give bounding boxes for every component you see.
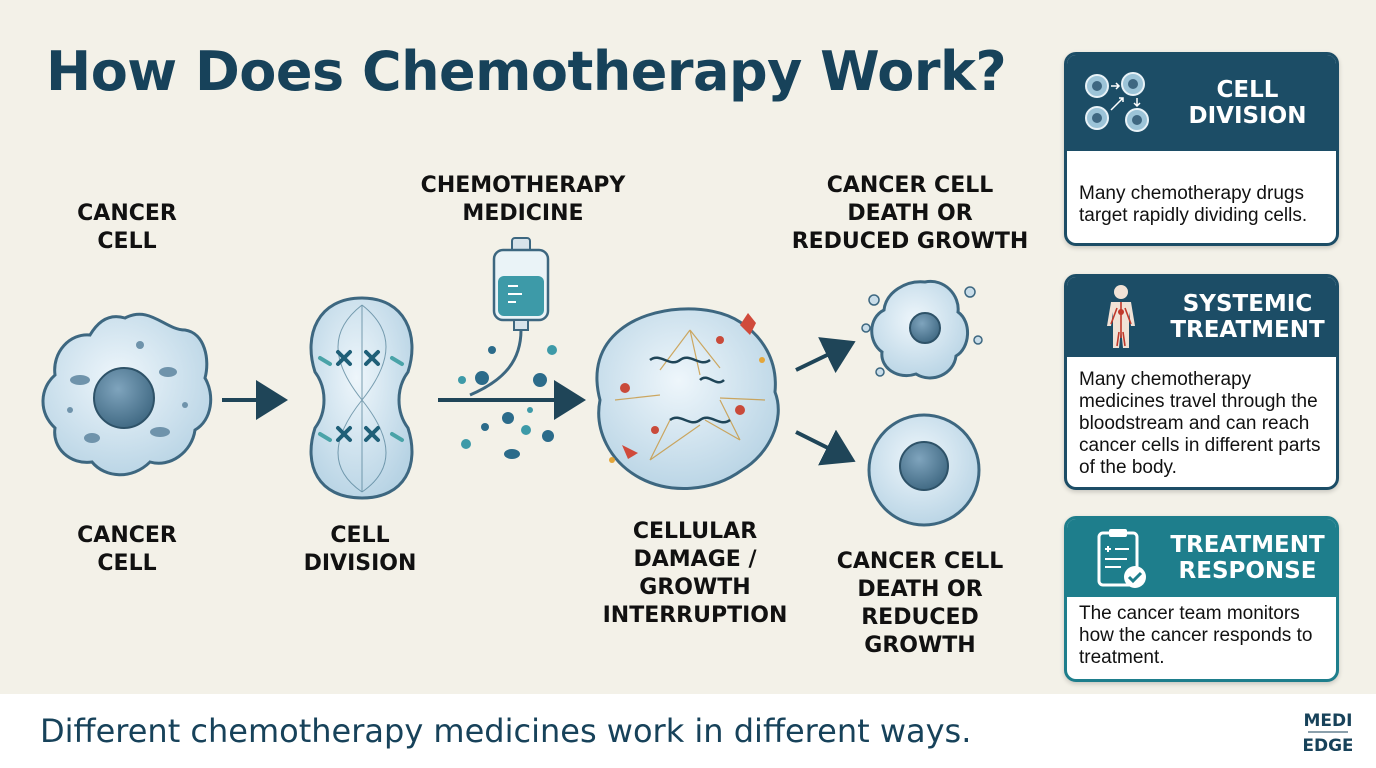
- dividing-cell-illustration: [309, 296, 414, 500]
- card-body: Many chemotherapy medicines travel throu…: [1079, 369, 1321, 478]
- card-header: CELL DIVISION: [1067, 55, 1336, 151]
- damaged-cell-illustration: [595, 307, 780, 490]
- card-title: CELL DIVISION: [1188, 77, 1307, 129]
- card-cell-division: CELL DIVISION Many chemotherapy drugs ta…: [1064, 52, 1339, 246]
- label-cell-division: CELL DIVISION: [303, 523, 417, 576]
- page-title: How Does Chemotherapy Work?: [46, 40, 1007, 103]
- footer: Different chemotherapy medicines work in…: [0, 694, 1376, 768]
- drug-particles: [458, 345, 557, 459]
- card-header: TREATMENT RESPONSE: [1067, 519, 1336, 597]
- chemotherapy-process-diagram: [41, 237, 983, 527]
- card-title: TREATMENT RESPONSE: [1170, 532, 1325, 584]
- label-cancer-cell-death-bottom: CANCER CELL DEATH OR REDUCED GROWTH: [836, 549, 1004, 658]
- card-body: Many chemotherapy drugs target rapidly d…: [1079, 183, 1308, 226]
- label-cancer-cell-bottom: CANCER CELL: [77, 523, 177, 576]
- card-header: SYSTEMIC TREATMENT: [1067, 277, 1336, 357]
- card-body: The cancer team monitors how the cancer …: [1079, 603, 1313, 668]
- footer-text: Different chemotherapy medicines work in…: [40, 712, 972, 750]
- card-title: SYSTEMIC TREATMENT: [1170, 291, 1325, 343]
- card-treatment-response: TREATMENT RESPONSE The cancer team monit…: [1064, 516, 1339, 682]
- card-systemic-treatment: SYSTEMIC TREATMENT Many chemotherapy med…: [1064, 274, 1339, 490]
- label-cancer-cell-top: CANCER CELL: [77, 201, 177, 254]
- cell-division-icon: [1085, 72, 1149, 132]
- iv-bag-illustration: [469, 237, 550, 397]
- label-cancer-cell-death-top: CANCER CELL DEATH OR REDUCED GROWTH: [791, 173, 1029, 254]
- clipboard-check-icon: [1097, 529, 1146, 588]
- logo-line-1: MEDI: [1304, 711, 1352, 731]
- cancer-cell-illustration: [41, 312, 213, 477]
- medi-edge-logo: MEDI EDGE: [1304, 711, 1352, 756]
- reduced-growth-cell-illustration: [867, 413, 981, 527]
- human-body-circulation-icon: [1107, 285, 1135, 348]
- dying-cell-illustration: [861, 279, 983, 380]
- label-cellular-damage: CELLULAR DAMAGE / GROWTH INTERRUPTION: [602, 519, 788, 628]
- logo-line-2: EDGE: [1304, 736, 1352, 756]
- label-chemotherapy-medicine: CHEMOTHERAPY MEDICINE: [420, 173, 626, 226]
